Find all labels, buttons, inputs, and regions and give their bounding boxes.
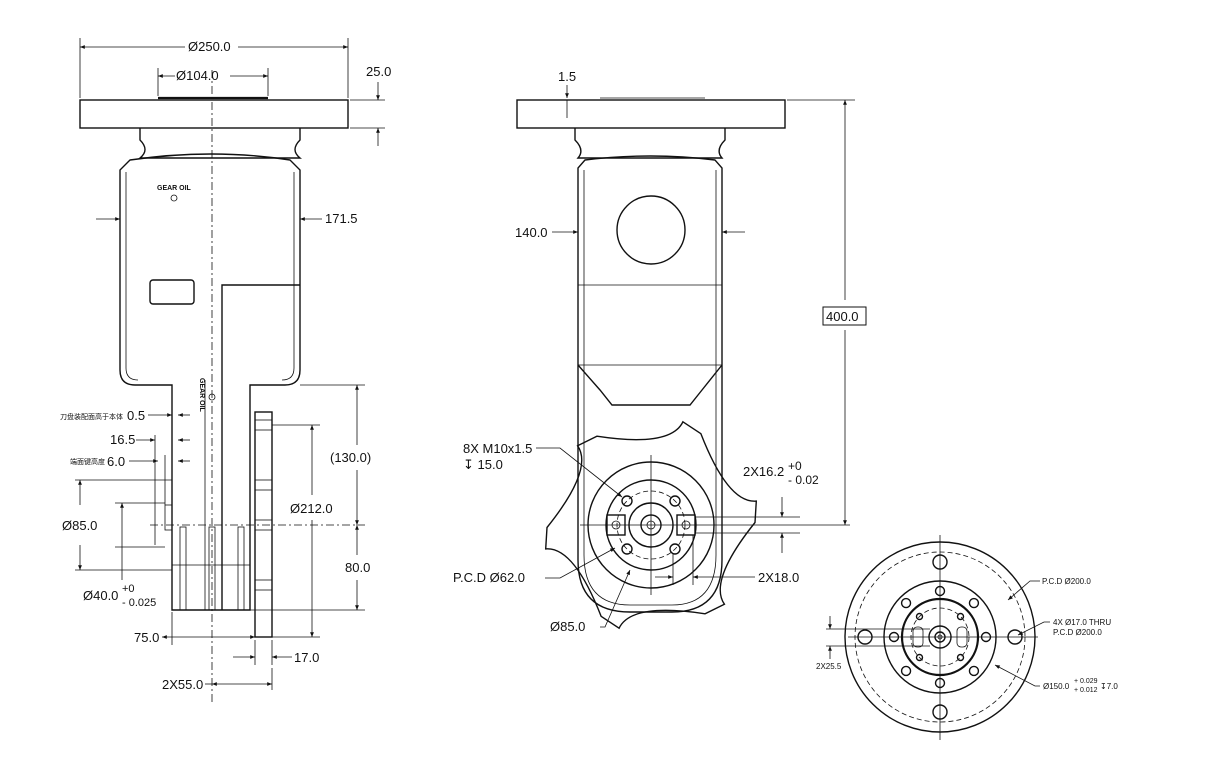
dim-body-width: 171.5 (325, 211, 358, 226)
thread-holes (621, 495, 681, 555)
holes-spec: 4X Ø17.0 THRU (1053, 618, 1111, 627)
pcd-outer: P.C.D Ø200.0 (1042, 577, 1091, 586)
cutter-side (254, 411, 273, 638)
dim-pilot-dia: Ø104.0 (176, 68, 219, 83)
nameplate (149, 279, 195, 305)
dim-total-height: 400.0 (826, 309, 859, 324)
dim-flange-dia: Ø250.0 (188, 39, 231, 54)
gearbox-body (577, 155, 723, 613)
dim-cutter-dia: Ø212.0 (290, 501, 333, 516)
gear-oil-label-2: GEAR OIL (198, 378, 205, 413)
dim-mount-offset: 0.5 (127, 408, 145, 423)
hub-dia: Ø85.0 (550, 619, 585, 634)
tapped-hole (915, 653, 924, 662)
bolt-hole (900, 597, 912, 609)
front-view: 1.5 140.0 400.0 8X M10x1.5 ↧ 15.0 2X16.2… (453, 69, 867, 634)
pcd: P.C.D Ø62.0 (453, 570, 525, 585)
thread-spec: 8X M10x1.5 (463, 441, 532, 456)
dim-body-width: 140.0 (515, 225, 548, 240)
key-spacing: 2X18.0 (758, 570, 799, 585)
gear-oil-port (170, 194, 178, 202)
bolt-hole (968, 597, 980, 609)
tapped-hole (956, 612, 965, 621)
shaft-tol-upper: +0 (122, 583, 135, 595)
flange-view: 2X25.5 P.C.D Ø200.0 4X Ø17.0 THRU P.C.D … (816, 535, 1118, 740)
tapped-hole (956, 653, 965, 662)
dim-cutter-thickness: 17.0 (294, 650, 319, 665)
face-key (164, 504, 173, 531)
pilot-tol-upper: + 0.029 (1074, 678, 1098, 685)
dim-2x55: 2X55.0 (162, 677, 203, 692)
dim-flange-thickness: 25.0 (366, 64, 391, 79)
dim-75: 75.0 (134, 630, 159, 645)
inspection-cover (616, 195, 686, 265)
gear-oil-label: GEAR OIL (157, 185, 192, 192)
thread-depth: ↧ 15.0 (463, 457, 503, 472)
pilot-dia: Ø150.0 (1043, 682, 1070, 691)
dim-80: 80.0 (345, 560, 370, 575)
key-width: 2X16.2 (743, 464, 784, 479)
dim-ref-height: (130.0) (330, 450, 371, 465)
bolt-hole (900, 665, 912, 677)
slot-width: 2X25.5 (816, 662, 842, 671)
dim-shaft-dia: Ø40.0 (83, 588, 118, 603)
tapped-hole (915, 612, 924, 621)
gearbox-body (119, 153, 301, 611)
mount-offset-note: 刀盘装配面高于本体 (60, 412, 123, 421)
key-tol-lower: - 0.02 (788, 473, 819, 487)
dim-16-5: 16.5 (110, 432, 135, 447)
bolt-hole (968, 665, 980, 677)
dim-shoulder-dia: Ø85.0 (62, 518, 97, 533)
dim-key-height: 6.0 (107, 454, 125, 469)
mounting-flange (516, 99, 786, 129)
shaft-tol-lower: - 0.025 (122, 597, 156, 609)
dim-flange-step: 1.5 (558, 69, 576, 84)
pilot-tol-lower: + 0.012 (1074, 687, 1098, 694)
key-tol-upper: +0 (788, 459, 802, 473)
cutter-outline (544, 420, 758, 630)
side-view: GEAR OIL GEAR OIL Ø250.0 Ø104.0 25.0 171… (60, 38, 391, 705)
mounting-flange (79, 99, 349, 129)
pilot-depth: ↧7.0 (1100, 682, 1118, 691)
key-height-note: 端面键高度 (70, 457, 105, 466)
basic-dim-box (822, 306, 867, 326)
flange-neck (138, 128, 302, 159)
holes-pcd: P.C.D Ø200.0 (1053, 628, 1102, 637)
